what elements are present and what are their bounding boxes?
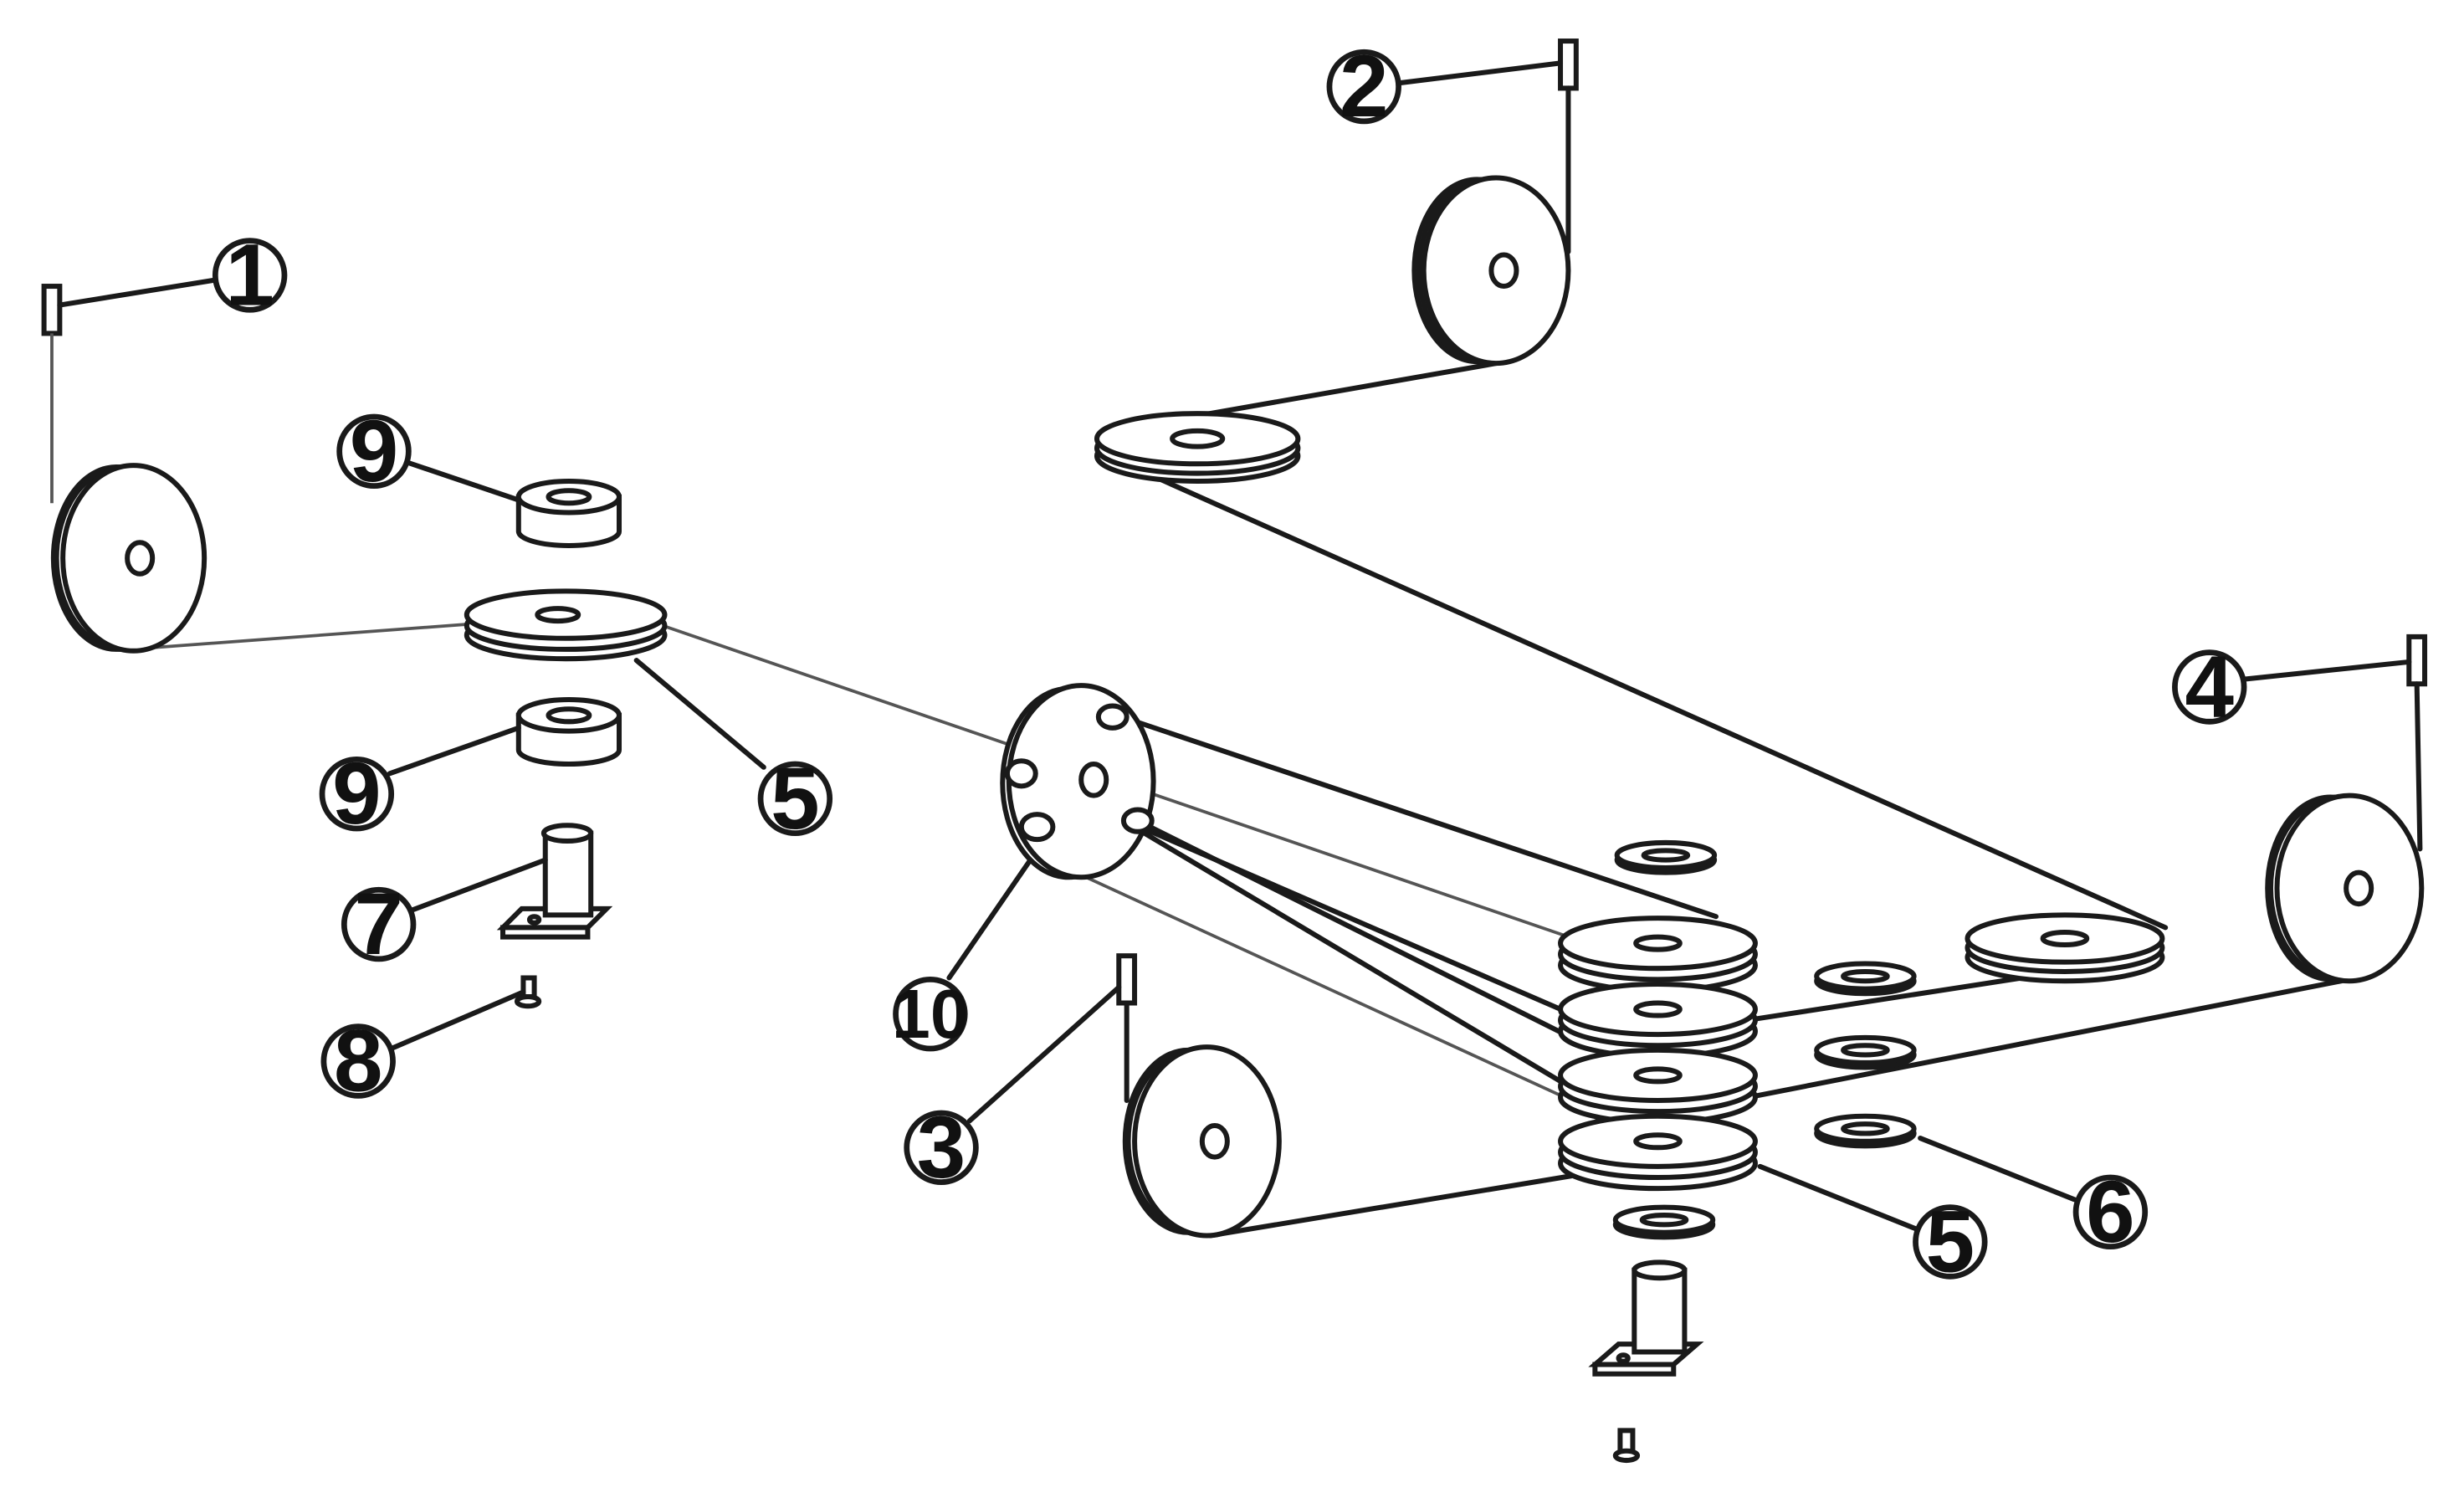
callout-label: 5 (771, 750, 819, 848)
left-pulley-assembly (464, 478, 668, 1009)
callout-5-left: 5 (757, 750, 833, 848)
cable-hub-d (1023, 847, 1572, 1102)
pulley-3 (1116, 953, 1282, 1239)
flat-pulley-upper (1094, 411, 1301, 484)
cable-hub (1000, 683, 1156, 880)
pulley-2 (1411, 38, 1579, 367)
callout-label: 2 (1340, 38, 1388, 136)
hub-hole (2344, 869, 2374, 907)
side-washers (1814, 961, 1917, 1149)
hub-hole (1170, 428, 1226, 449)
callout-label: 1 (225, 226, 274, 324)
cable-3-to-stack (1207, 1173, 1575, 1239)
cable-end-fitting-4 (2406, 634, 2428, 687)
hub-hole (1199, 1123, 1230, 1160)
bracket-right (1588, 1259, 1704, 1377)
leader-4 (2241, 659, 2412, 682)
hub-hole (125, 540, 156, 577)
leader-2 (1392, 60, 1564, 86)
cable-4-to-stack (1754, 977, 2352, 1099)
leader-9b (387, 725, 521, 777)
callout-6: 6 (2072, 1163, 2149, 1261)
cable-end-fitting-3 (1116, 953, 1138, 1006)
callout-8: 8 (320, 1013, 396, 1111)
washer-bottom (1612, 1204, 1716, 1240)
cable-runs (130, 359, 2352, 1239)
callout-1: 1 (212, 226, 288, 324)
callout-2: 2 (1326, 38, 1401, 136)
side-washer-2 (1814, 1034, 1917, 1070)
leader-3 (966, 984, 1122, 1124)
cable-end-fitting-2 (1558, 38, 1579, 91)
leader-10 (946, 859, 1032, 981)
callout-label: 9 (350, 403, 398, 500)
cable-hub-b (1129, 814, 1575, 1040)
pulley-1 (41, 284, 207, 654)
cable-hub-top (1100, 708, 1719, 920)
flat-pulley-right (1965, 912, 2165, 984)
spacer-upper (515, 478, 622, 548)
callout-9-upper: 9 (336, 403, 412, 500)
hub-hole (1078, 762, 1109, 798)
cable-1-to-pulley (130, 622, 469, 651)
right-pulley-stack (1558, 839, 1758, 1464)
stack-disc-1 (1558, 916, 1758, 993)
cable-hub-c (1136, 827, 1575, 1090)
callout-label: 8 (334, 1013, 382, 1111)
pulley-stack-left (464, 588, 668, 662)
side-washer-1 (1814, 961, 1917, 997)
stack-disc-2 (1558, 981, 1758, 1059)
callout-label: 4 (2185, 638, 2233, 736)
leader-lines (57, 60, 2412, 1232)
callout-5-right: 5 (1913, 1193, 1988, 1290)
callout-label: 3 (917, 1099, 966, 1197)
callout-9-lower: 9 (319, 745, 395, 843)
pulley-4 (2265, 634, 2428, 984)
hub-hole (1488, 252, 1519, 290)
callout-3: 3 (904, 1099, 979, 1197)
leader-5b (1757, 1163, 1920, 1232)
cable-right-pulley-to-stack (1754, 972, 2046, 1022)
leader-5a (633, 658, 766, 770)
callout-4: 4 (2172, 638, 2247, 736)
leader-8 (388, 989, 526, 1051)
cable-end-fitting-1 (41, 284, 63, 336)
callout-label: 10 (892, 975, 969, 1053)
stack-disc-3 (1558, 1047, 1758, 1126)
spacer-lower (515, 697, 622, 767)
leader-6 (1918, 1136, 2077, 1203)
callout-7: 7 (341, 875, 417, 973)
stack-disc-4 (1558, 1113, 1758, 1192)
callout-10: 10 (892, 975, 969, 1053)
leader-7 (409, 857, 548, 913)
callout-label: 6 (2086, 1163, 2134, 1261)
screw-right (1612, 1428, 1641, 1464)
hub-hole (535, 606, 581, 624)
callout-label: 5 (1926, 1193, 1975, 1290)
bracket-left (496, 823, 613, 940)
leader-9a (404, 459, 521, 503)
callout-label: 9 (332, 745, 381, 843)
cable-flat-to-right-pulley (1147, 472, 2169, 931)
leader-1 (57, 277, 218, 308)
washer-top (1614, 839, 1718, 875)
side-washer-3 (1814, 1113, 1917, 1149)
callout-label: 7 (354, 875, 402, 973)
